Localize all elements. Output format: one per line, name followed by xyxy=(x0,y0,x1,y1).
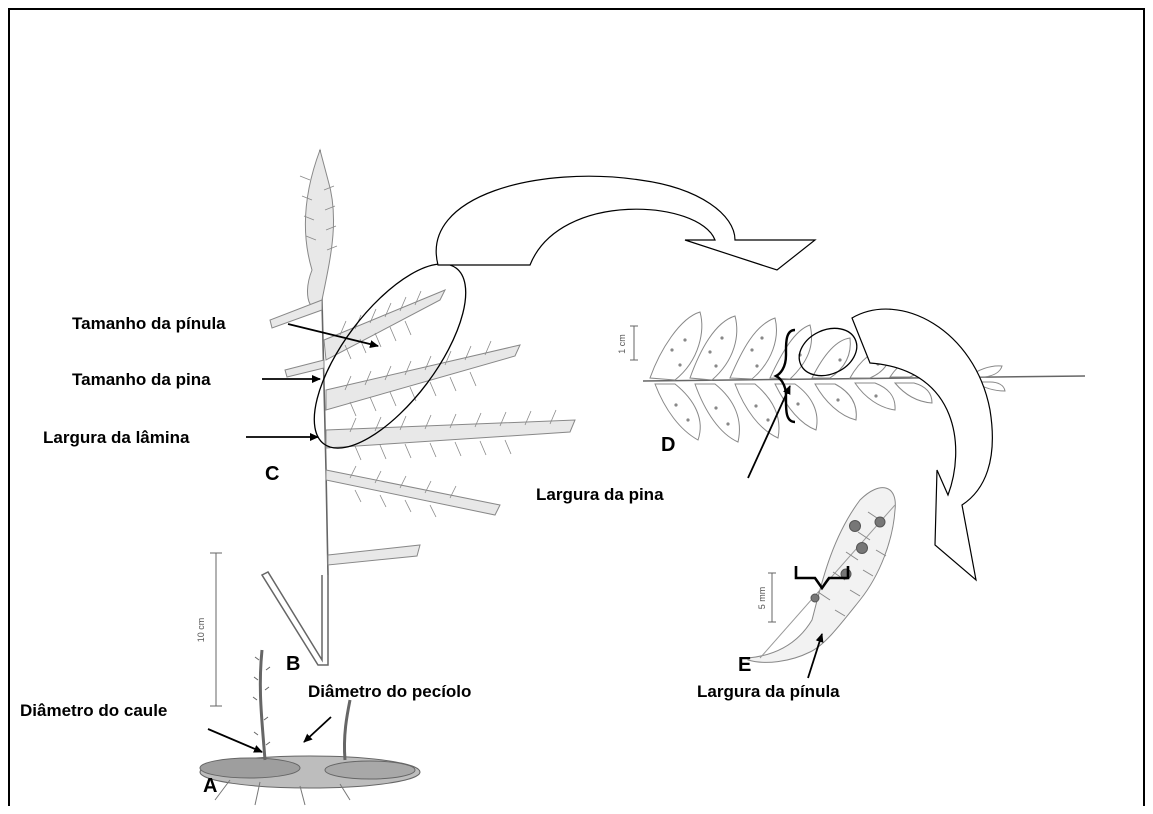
letter-e: E xyxy=(738,654,751,676)
label-tamanho-pinula: Tamanho da pínula xyxy=(72,314,226,333)
label-largura-pina: Largura da pina xyxy=(536,485,664,504)
arrow-diametro-peciolo xyxy=(304,717,331,742)
scale-bar-plant: 10 cm xyxy=(196,553,222,706)
label-diametro-caule: Diâmetro do caule xyxy=(20,701,167,720)
letter-b: B xyxy=(286,653,300,675)
label-tamanho-pina: Tamanho da pina xyxy=(72,370,211,389)
label-diametro-peciolo: Diâmetro do pecíolo xyxy=(308,682,471,701)
scale-label-pinnule: 5 mm xyxy=(757,587,767,610)
label-largura-pinula: Largura da pínula xyxy=(697,682,840,701)
pina-width-brace xyxy=(776,330,795,422)
rhizome xyxy=(200,756,420,805)
scale-label-pina: 1 cm xyxy=(617,334,627,354)
letter-d: D xyxy=(661,434,675,456)
hairy-stems xyxy=(253,650,350,760)
curved-arrow-to-pina xyxy=(436,176,815,270)
scale-bar-pina: 1 cm xyxy=(617,326,638,360)
scale-bar-pinnule: 5 mm xyxy=(757,573,776,622)
letter-a: A xyxy=(203,775,217,797)
scale-label-plant: 10 cm xyxy=(196,618,206,643)
letter-c: C xyxy=(265,463,279,485)
arrow-largura-pina xyxy=(748,386,790,478)
label-largura-lamina: Largura da lâmina xyxy=(43,428,190,447)
petiole xyxy=(262,572,328,665)
